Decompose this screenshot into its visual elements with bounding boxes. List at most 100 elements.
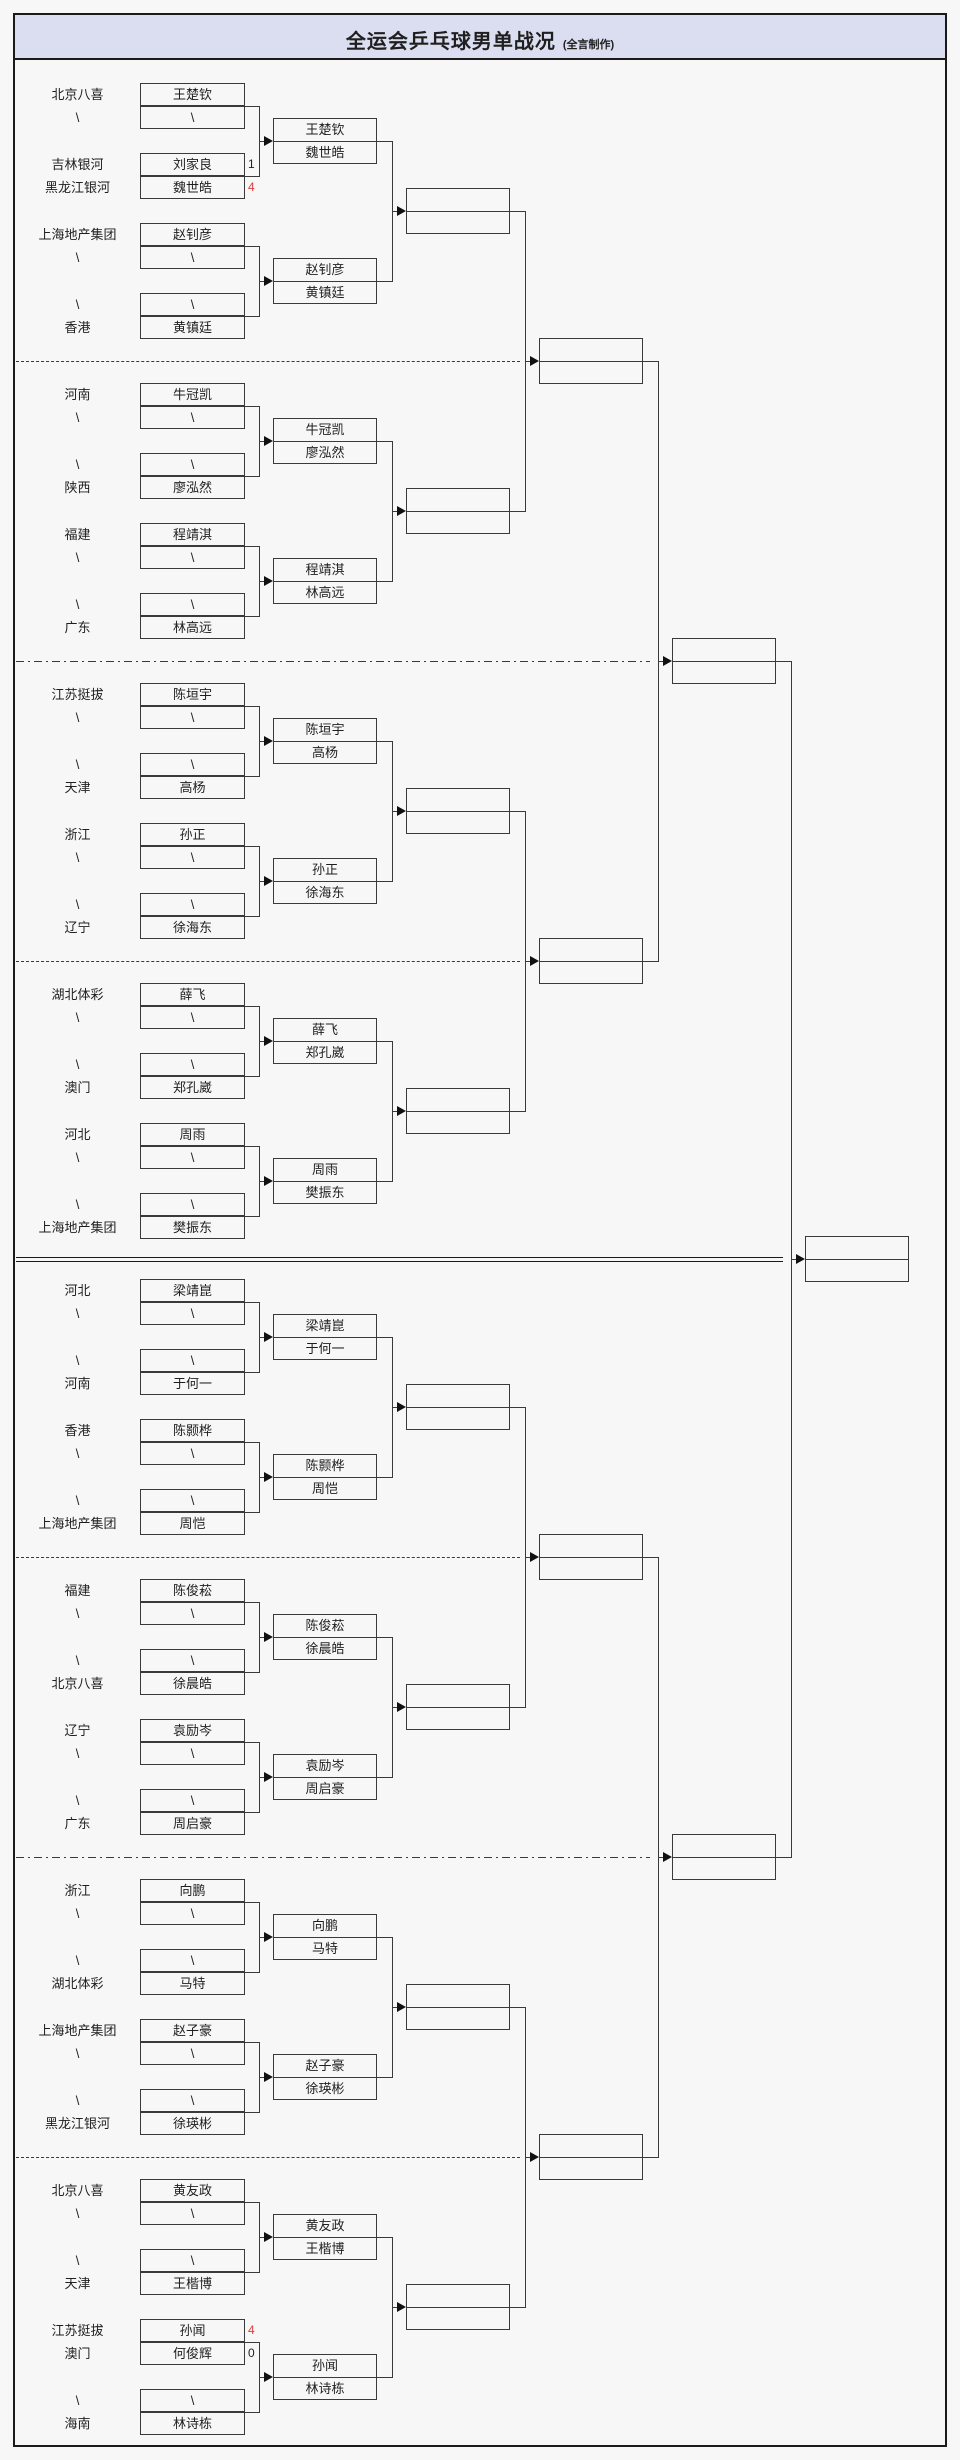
round5-box-cell <box>673 661 775 684</box>
team-label: 上海地产集团 <box>38 1220 117 1235</box>
player-box: 薛飞 <box>140 983 245 1006</box>
connector-line <box>245 2202 259 2203</box>
connector-line <box>377 1937 392 1938</box>
bye-box: \ <box>140 1902 245 1925</box>
player-box: 孙闻 <box>140 2319 245 2342</box>
round2-box-cell: 林诗栋 <box>274 2377 376 2400</box>
advance-arrow-icon <box>264 1332 273 1342</box>
group-separator <box>16 2157 520 2158</box>
team-label: 北京八喜 <box>51 87 104 102</box>
bye-label: \ <box>75 250 80 265</box>
page-subtitle: (全言制作) <box>562 39 615 51</box>
round2-box-cell: 陈俊菘 <box>305 1618 345 1633</box>
bye-label: \ <box>75 2093 80 2108</box>
team-label: 河北 <box>64 1127 91 1142</box>
player-box: 陈颢桦 <box>140 1419 245 1442</box>
bye-box: \ <box>140 1349 245 1372</box>
bye-box: \ <box>140 1006 245 1029</box>
round2-box-cell: 林高远 <box>274 581 376 604</box>
round2-box: 黄友政王楷博 <box>273 2214 377 2260</box>
round2-box-cell: 程靖淇 <box>305 562 345 577</box>
round3-box-cell <box>407 2007 509 2030</box>
bye-label: \ <box>75 757 80 772</box>
bye-label: \ <box>75 850 80 865</box>
round2-box: 孙正徐海东 <box>273 858 377 904</box>
round2-box-cell: 孙正 <box>311 862 338 877</box>
player-box: 徐海东 <box>140 916 245 939</box>
round4-box-cell <box>540 939 642 961</box>
round2-box-cell: 樊振东 <box>274 1181 376 1204</box>
round5-box-cell <box>673 1857 775 1880</box>
round2-box: 赵子豪徐瑛彬 <box>273 2054 377 2100</box>
bye-label: \ <box>75 1353 80 1368</box>
bye-box: \ <box>140 1442 245 1465</box>
round2-box-cell: 魏世皓 <box>274 141 376 164</box>
team-label: 辽宁 <box>64 1723 91 1738</box>
round2-box-cell: 梁靖崑 <box>305 1318 345 1333</box>
connector-line <box>377 1637 392 1638</box>
round3-box <box>406 1088 510 1134</box>
connector-line <box>392 1407 398 1408</box>
team-label: 上海地产集团 <box>38 227 117 242</box>
connector-line <box>245 2342 259 2343</box>
player-box: 马特 <box>140 1972 245 1995</box>
connector-line <box>259 281 265 282</box>
connector-line <box>259 2237 265 2238</box>
connector-line <box>377 881 392 882</box>
connector-line <box>259 1777 265 1778</box>
bye-label: \ <box>75 1606 80 1621</box>
bye-label: \ <box>75 1446 80 1461</box>
connector-line <box>259 141 265 142</box>
connector-line <box>392 211 398 212</box>
player-box: 赵钊彦 <box>140 223 245 246</box>
bye-label: \ <box>75 2253 80 2268</box>
connector-line <box>259 1477 265 1478</box>
round3-box <box>406 1984 510 2030</box>
connector-line <box>259 1637 265 1638</box>
team-label: 浙江 <box>64 1883 91 1898</box>
advance-arrow-icon <box>264 576 273 586</box>
round3-box-cell <box>407 811 509 834</box>
bye-box: \ <box>140 246 245 269</box>
round2-box-cell: 赵子豪 <box>305 2058 345 2073</box>
round2-box-cell: 周雨 <box>311 1162 338 1177</box>
player-box: 樊振东 <box>140 1216 245 1239</box>
round2-box-cell: 黄镇廷 <box>274 281 376 304</box>
player-box: 何俊辉 <box>140 2342 245 2365</box>
round3-box <box>406 2284 510 2330</box>
team-label: 香港 <box>64 320 91 335</box>
connector-line <box>245 2042 259 2043</box>
round4-box-cell <box>540 1535 642 1557</box>
advance-arrow-icon <box>264 2232 273 2242</box>
bye-box: \ <box>140 1053 245 1076</box>
advance-arrow-icon <box>397 2302 406 2312</box>
bye-box: \ <box>140 1789 245 1812</box>
connector-line <box>259 441 265 442</box>
player-box: 向鹏 <box>140 1879 245 1902</box>
connector-line <box>245 616 259 617</box>
round2-box-cell: 徐瑛彬 <box>274 2077 376 2100</box>
advance-arrow-icon <box>264 436 273 446</box>
player-box: 徐瑛彬 <box>140 2112 245 2135</box>
connector-line <box>776 1857 791 1858</box>
bye-label: \ <box>75 897 80 912</box>
connector-line <box>377 2237 392 2238</box>
group-separator <box>16 661 650 662</box>
round2-box-cell: 袁励岑 <box>305 1758 345 1773</box>
group-separator <box>16 1857 650 1858</box>
round2-box: 陈颢桦周恺 <box>273 1454 377 1500</box>
team-label: 北京八喜 <box>51 2183 104 2198</box>
round5-box-cell <box>673 639 775 661</box>
player-box: 梁靖崑 <box>140 1279 245 1302</box>
round2-box-cell: 黄友政 <box>305 2218 345 2233</box>
advance-arrow-icon <box>264 136 273 146</box>
match-score: 4 <box>248 180 255 194</box>
connector-line <box>245 1372 259 1373</box>
round2-box-cell: 牛冠凯 <box>305 422 345 437</box>
bye-label: \ <box>75 110 80 125</box>
team-label: 澳门 <box>64 2346 91 2361</box>
round2-box-cell: 周启豪 <box>274 1777 376 1800</box>
team-label: 海南 <box>64 2416 91 2431</box>
group-separator <box>16 1557 520 1558</box>
match-score: 0 <box>248 2346 255 2360</box>
